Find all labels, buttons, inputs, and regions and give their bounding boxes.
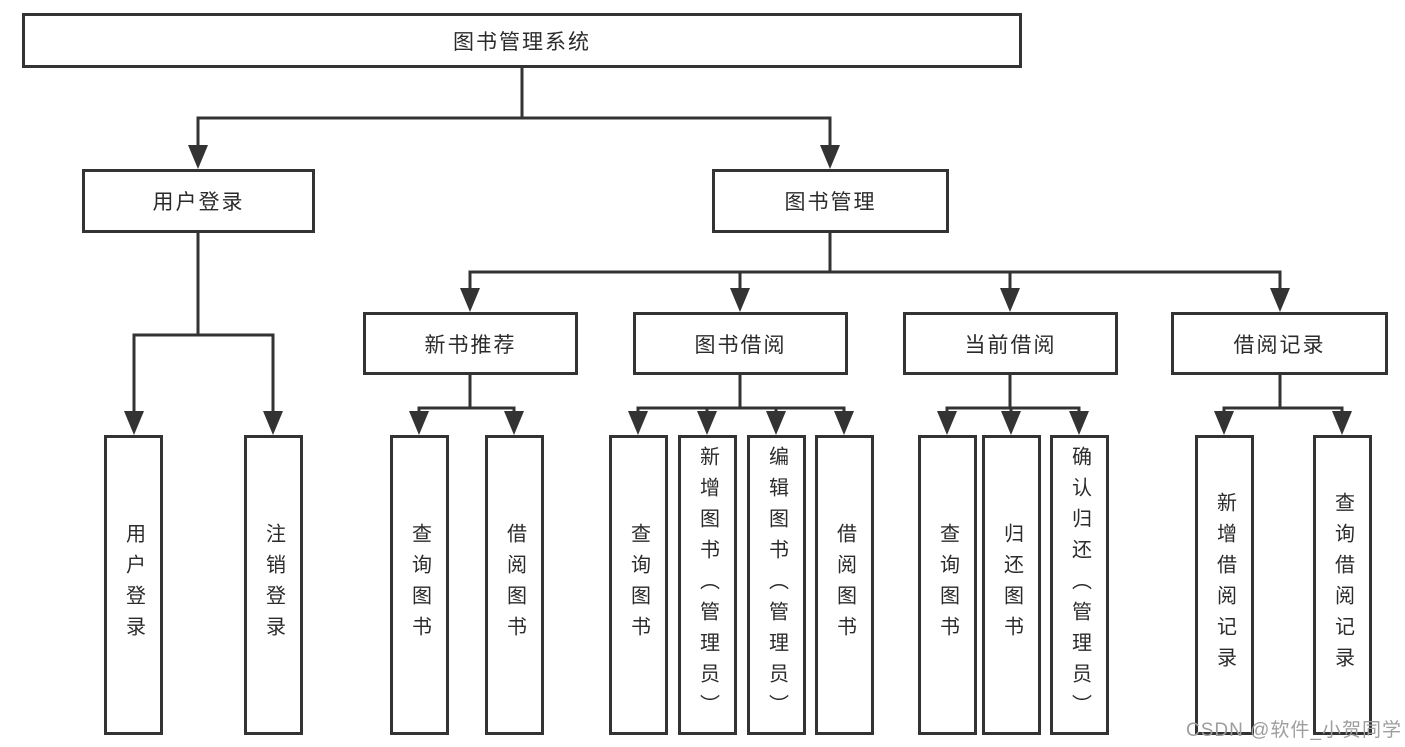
- arrowhead-icon: [730, 288, 750, 312]
- leaf-label: 确认归还（管理员）: [1068, 445, 1091, 725]
- leaf-query-borrow-record: 查询借阅记录: [1313, 435, 1372, 735]
- node-label: 借阅记录: [1233, 333, 1326, 357]
- leaf-label: 查询借阅记录: [1331, 492, 1354, 678]
- arrowhead-icon: [834, 411, 854, 435]
- leaf-edit-books-admin: 编辑图书（管理员）: [747, 435, 806, 735]
- leaf-label: 借阅图书: [503, 523, 526, 647]
- arrowhead-icon: [409, 411, 429, 435]
- leaf-label: 用户登录: [122, 523, 145, 647]
- leaf-label: 查询图书: [408, 523, 431, 647]
- leaf-query-books-current: 查询图书: [918, 435, 977, 735]
- leaf-query-books-newbook: 查询图书: [390, 435, 449, 735]
- leaf-label: 借阅图书: [833, 523, 856, 647]
- node-book-borrowing: 图书借阅: [633, 312, 848, 375]
- node-label: 图书管理: [784, 191, 877, 214]
- arrowhead-icon: [188, 145, 208, 169]
- csdn-watermark: CSDN @软件_小贺同学: [1186, 720, 1402, 741]
- arrowhead-icon: [460, 288, 480, 312]
- leaf-label: 查询图书: [936, 523, 959, 647]
- node-current-borrowing: 当前借阅: [903, 312, 1118, 375]
- arrowhead-icon: [820, 145, 840, 169]
- arrowhead-icon: [628, 411, 648, 435]
- arrowhead-icon: [1332, 411, 1352, 435]
- node-label: 图书管理系统: [453, 30, 591, 54]
- arrowhead-icon: [504, 411, 524, 435]
- leaf-confirm-return-admin: 确认归还（管理员）: [1050, 435, 1109, 735]
- arrowhead-icon: [124, 411, 144, 435]
- node-book-management: 图书管理: [712, 169, 949, 233]
- leaf-add-books-admin: 新增图书（管理员）: [678, 435, 737, 735]
- arrowhead-icon: [697, 411, 717, 435]
- leaf-label: 查询图书: [627, 523, 650, 647]
- leaf-logout: 注销登录: [244, 435, 303, 735]
- arrowhead-icon: [937, 411, 957, 435]
- leaf-label: 编辑图书（管理员）: [765, 445, 788, 725]
- arrowhead-icon: [1001, 411, 1021, 435]
- node-borrowing-records: 借阅记录: [1171, 312, 1388, 375]
- leaf-user-login: 用户登录: [104, 435, 163, 735]
- leaf-borrow-books-borrowing: 借阅图书: [815, 435, 874, 735]
- node-label: 新书推荐: [424, 333, 517, 357]
- node-label: 用户登录: [152, 191, 245, 214]
- arrowhead-icon: [263, 411, 283, 435]
- arrowhead-icon: [766, 411, 786, 435]
- node-label: 当前借阅: [964, 333, 1057, 357]
- arrowhead-icon: [1214, 411, 1234, 435]
- leaf-label: 新增图书（管理员）: [696, 445, 719, 725]
- leaf-label: 归还图书: [1000, 523, 1023, 647]
- node-new-book-recommendation: 新书推荐: [363, 312, 578, 375]
- arrowhead-icon: [1069, 411, 1089, 435]
- arrowhead-icon: [1000, 288, 1020, 312]
- node-label: 图书借阅: [694, 333, 787, 357]
- leaf-label: 注销登录: [262, 523, 285, 647]
- arrowhead-icon: [1270, 288, 1290, 312]
- leaf-label: 新增借阅记录: [1213, 492, 1236, 678]
- leaf-add-borrow-record: 新增借阅记录: [1195, 435, 1254, 735]
- node-user-login: 用户登录: [82, 169, 315, 233]
- leaf-return-books: 归还图书: [982, 435, 1041, 735]
- leaf-borrow-books-newbook: 借阅图书: [485, 435, 544, 735]
- leaf-query-books-borrowing: 查询图书: [609, 435, 668, 735]
- node-library-management-system: 图书管理系统: [22, 13, 1022, 68]
